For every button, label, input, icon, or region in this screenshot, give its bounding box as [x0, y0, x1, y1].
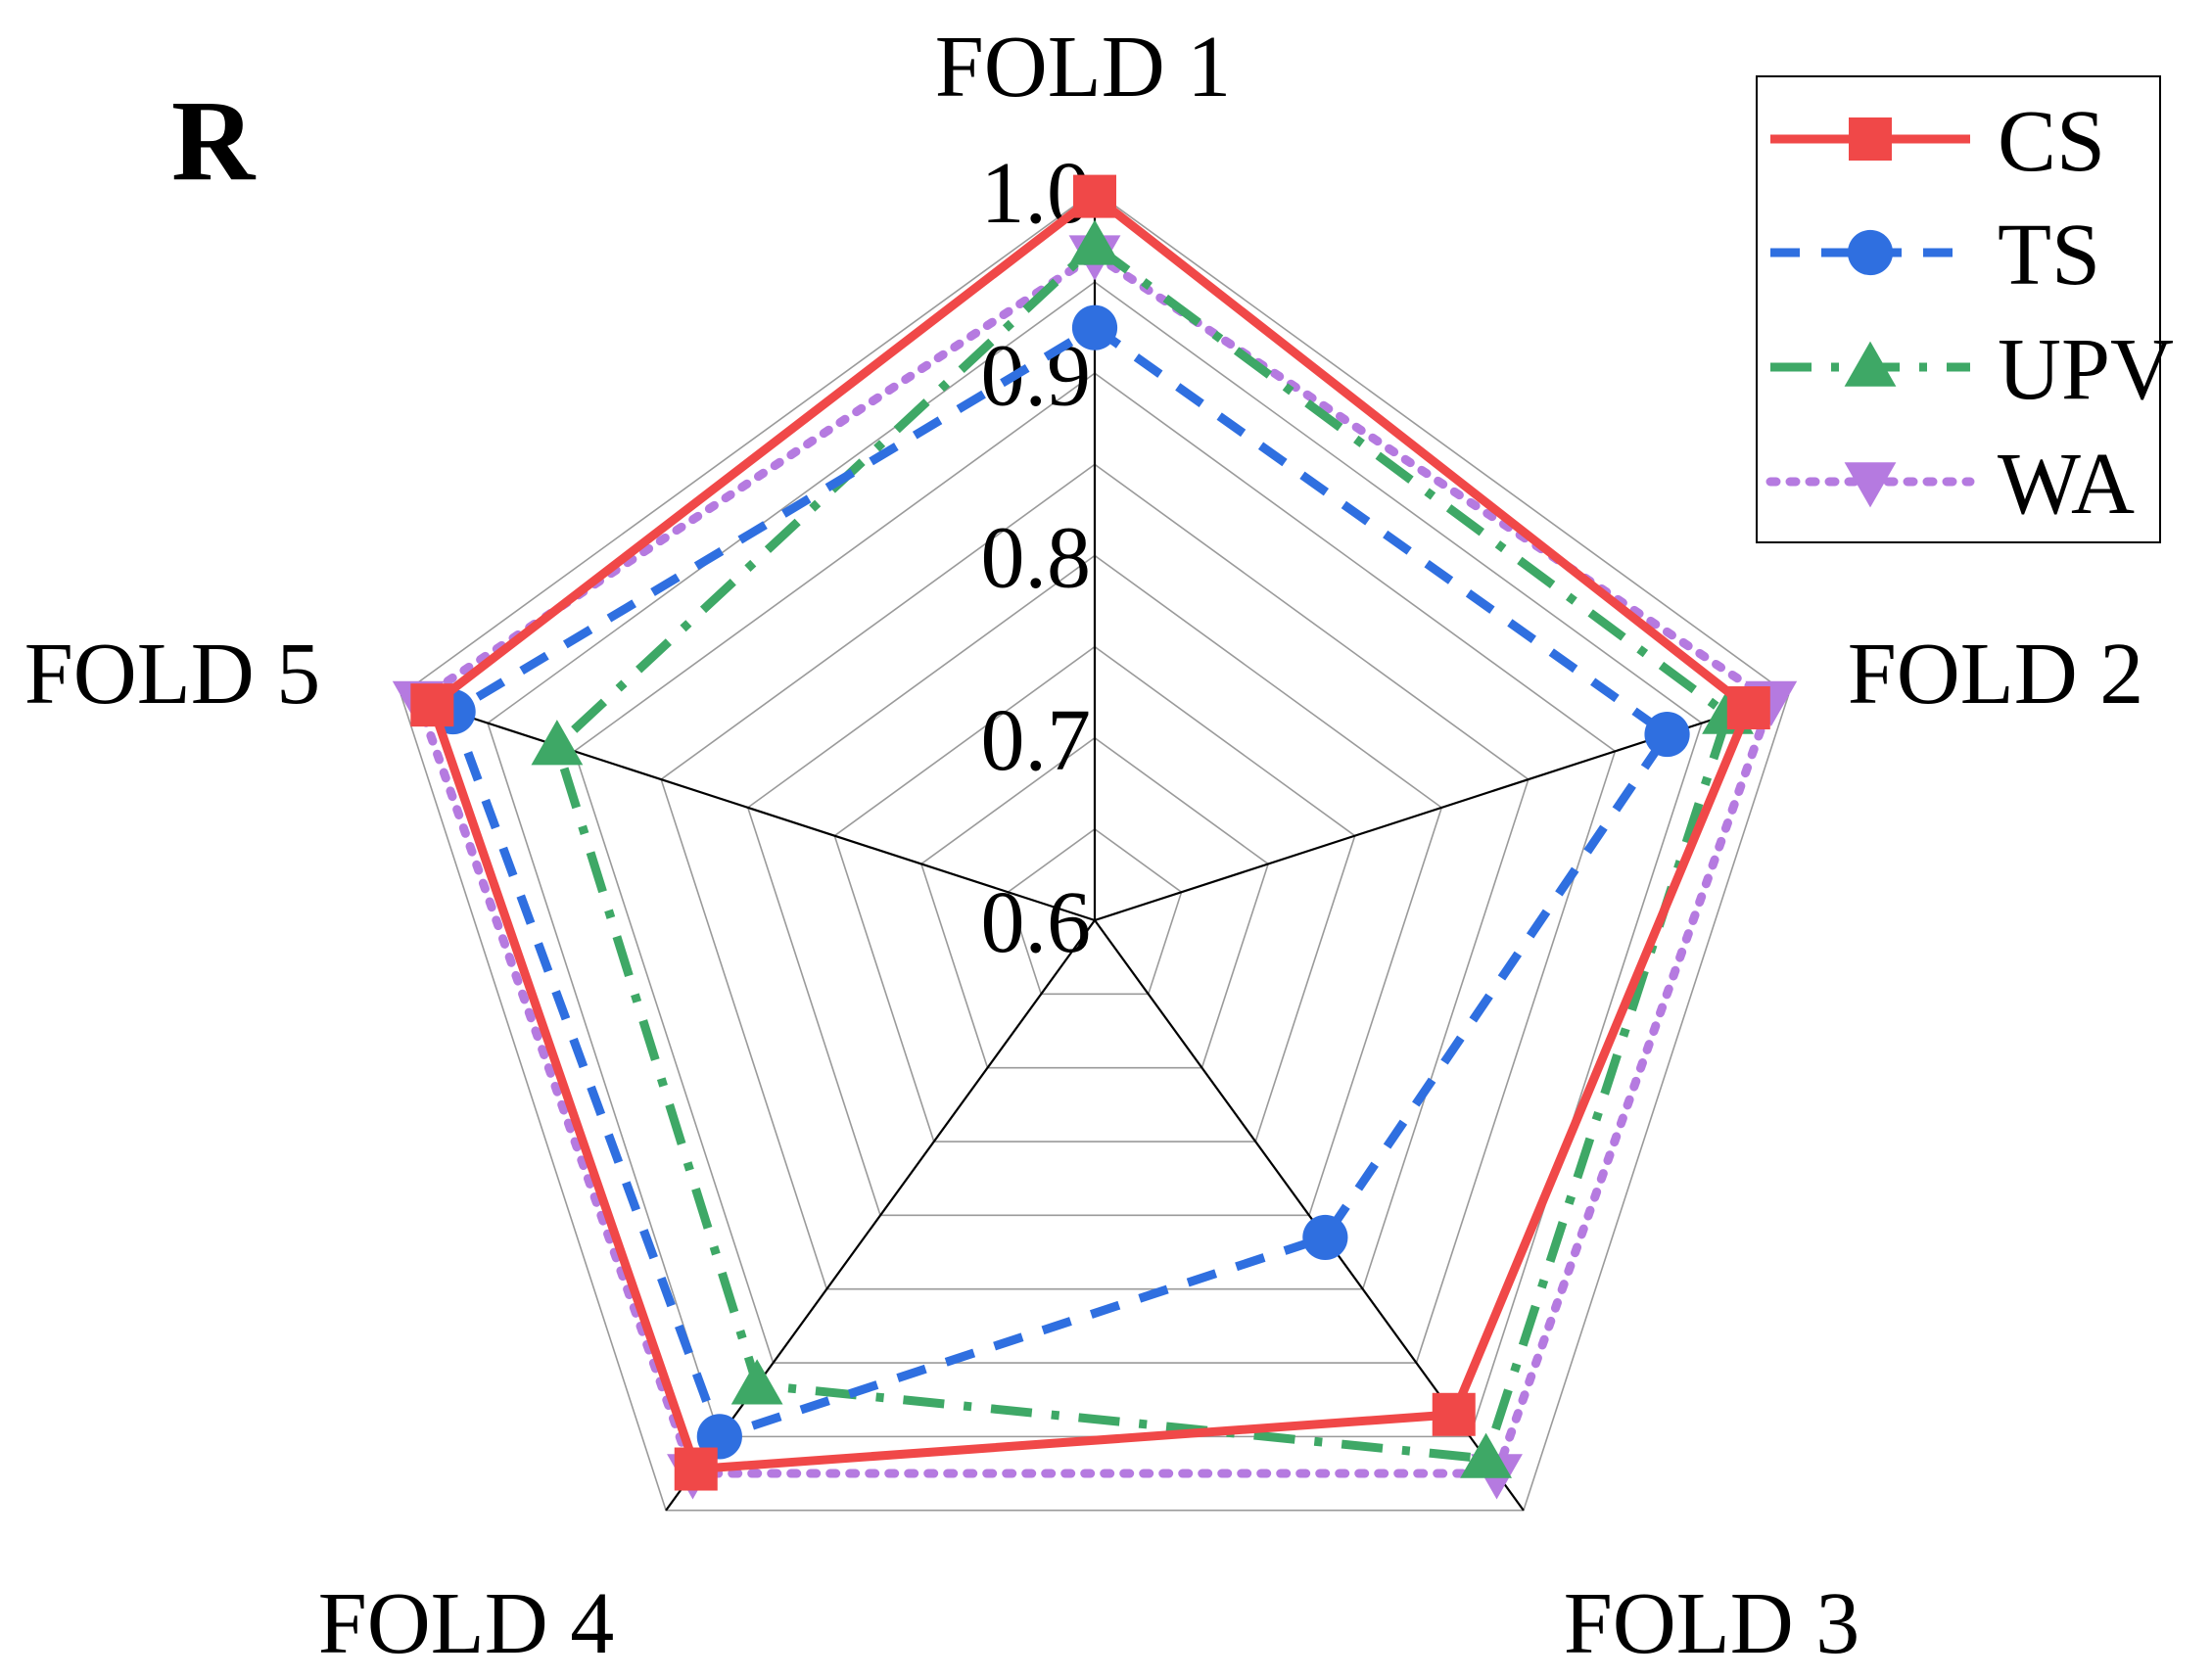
radar-series [392, 174, 1798, 1500]
data-point-marker [1432, 1392, 1476, 1436]
series-line [551, 240, 1733, 1464]
tick-label: 0.8 [981, 510, 1092, 607]
data-point-marker [1844, 462, 1897, 508]
data-point-marker [1302, 1214, 1348, 1261]
grid-ring [660, 463, 1530, 1290]
grid-ring [573, 372, 1617, 1364]
data-point-marker [410, 683, 454, 727]
data-point-marker [531, 720, 584, 766]
data-point-marker [1460, 1432, 1512, 1478]
data-point-marker [1726, 686, 1770, 730]
tick-label: 0.6 [981, 874, 1092, 971]
legend-label: CS [1998, 93, 2105, 190]
data-point-marker [674, 1447, 718, 1491]
legend-label: TS [1998, 207, 2100, 303]
data-point-marker [1068, 219, 1121, 265]
radar-axis-labels: FOLD 1 FOLD 2 FOLD 3 FOLD 4 FOLD 5 [24, 19, 2144, 1672]
data-point-marker [1644, 711, 1690, 758]
spoke-line [665, 919, 1096, 1512]
panel-label: R [171, 76, 257, 205]
grid-ring [746, 554, 1443, 1217]
axis-label: FOLD 5 [24, 626, 321, 723]
legend-box [1756, 75, 2161, 543]
radar-grid [400, 190, 1790, 1512]
data-point-marker [1073, 174, 1116, 218]
legend: CS TS UPV WA [1756, 75, 2174, 543]
series-line [447, 322, 1673, 1443]
axis-label: FOLD 2 [1848, 626, 2144, 723]
grid-ring [833, 645, 1356, 1143]
legend-label: WA [1998, 436, 2135, 533]
series-line [427, 190, 1755, 1474]
data-point-marker [1844, 341, 1897, 387]
tick-label: 0.9 [981, 327, 1092, 424]
tick-label: 1.0 [981, 145, 1092, 242]
axis-label: FOLD 3 [1564, 1575, 1860, 1672]
series-cs [410, 174, 1770, 1491]
legend-label: UPV [1998, 321, 2174, 418]
axis-label: FOLD 4 [318, 1575, 615, 1672]
radar-tick-labels: 0.6 0.7 0.8 0.9 1.0 [981, 145, 1092, 971]
spoke-line [400, 693, 1096, 922]
data-point-marker [1847, 229, 1894, 276]
grid-ring [919, 736, 1270, 1069]
data-point-marker [1849, 117, 1892, 161]
tick-label: 0.7 [981, 692, 1092, 789]
data-point-marker [1071, 304, 1118, 350]
grid-ring [400, 190, 1790, 1512]
axis-label: FOLD 1 [935, 19, 1232, 116]
data-point-marker [730, 1359, 783, 1405]
grid-ring [1007, 827, 1183, 996]
